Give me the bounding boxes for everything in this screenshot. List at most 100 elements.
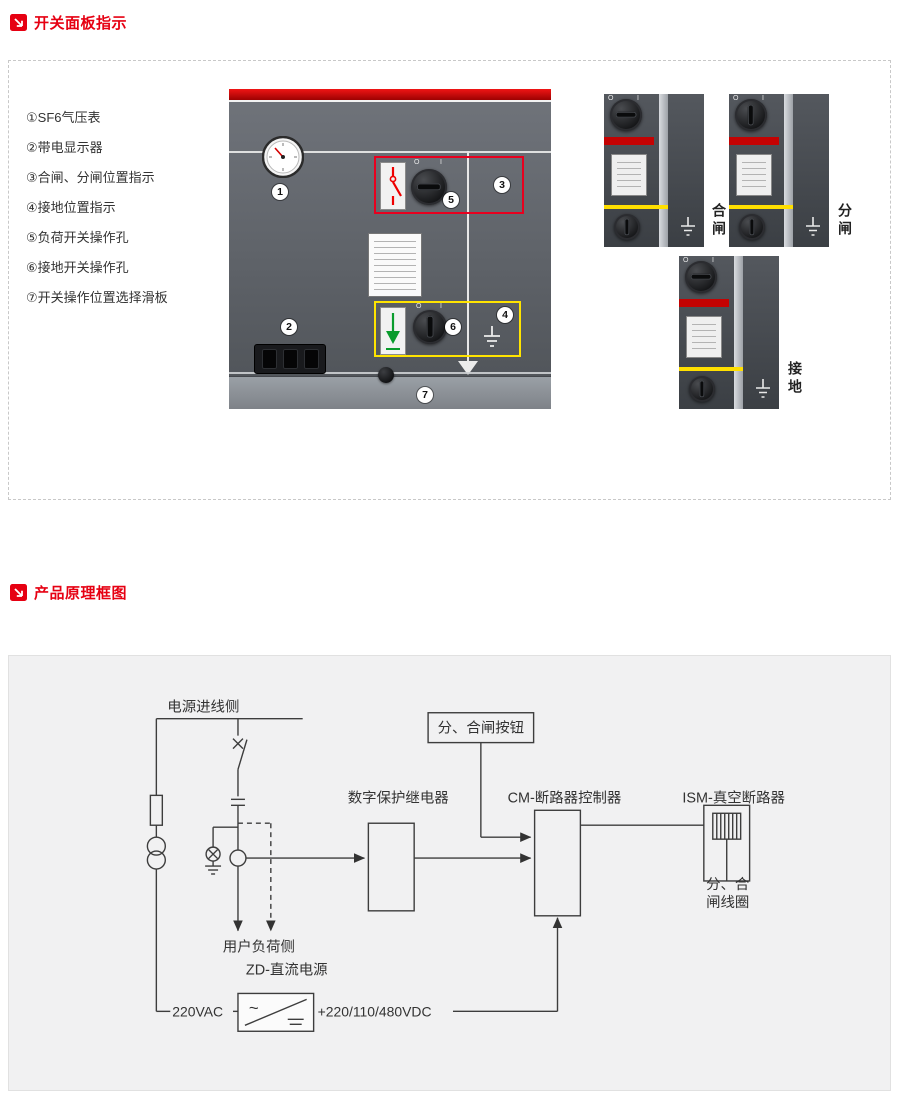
- legend-item: ①SF6气压表: [26, 110, 101, 125]
- label-load-side: 用户负荷侧: [223, 939, 295, 956]
- load-switch-operation-box: O I: [374, 156, 524, 214]
- earth-switch-operating-knob[interactable]: [413, 310, 447, 344]
- diagram-section-title: 产品原理框图: [34, 585, 128, 602]
- mimic-vertical-line: [467, 151, 469, 363]
- knob-mark-close: I: [712, 257, 714, 264]
- earth-knob: [739, 214, 765, 240]
- earthing-symbol-icon: [484, 326, 500, 347]
- mini-nameplate: [736, 154, 772, 196]
- earth-knob: [614, 214, 640, 240]
- state-photo-open: O I: [729, 94, 829, 247]
- label-relay: 数字保护继电器: [348, 789, 450, 806]
- panel-section-header: 开关面板指示: [10, 12, 127, 33]
- legend-item: ⑤负荷开关操作孔: [26, 230, 129, 245]
- state-photo-earth: O I: [679, 256, 779, 409]
- mini-nameplate: [686, 316, 722, 358]
- knob-mark-open: O: [416, 303, 422, 310]
- mini-nameplate: [611, 154, 647, 196]
- earthing-symbol-icon: [681, 217, 695, 236]
- earthing-symbol-icon: [756, 379, 770, 398]
- mimic-horizontal-line: [229, 151, 551, 153]
- sf6-pressure-gauge: [262, 136, 304, 178]
- socket: [303, 349, 319, 369]
- panel-stripe: [734, 256, 743, 409]
- panel-section-title: 开关面板指示: [34, 15, 128, 32]
- earth-switch-symbol-plate: [380, 307, 406, 355]
- legend-item: ⑥接地开关操作孔: [26, 260, 129, 275]
- live-display-sockets: [254, 344, 326, 374]
- label-controller: CM-断路器控制器: [508, 789, 622, 806]
- label-incoming-side: 电源进线侧: [167, 699, 239, 716]
- state-label-close: 合闸: [711, 203, 727, 239]
- panel-legend: ①SF6气压表 ②带电显示器 ③合闸、分闸位置指示 ④接地位置指示 ⑤负荷开关操…: [26, 103, 168, 313]
- panel-stripe: [784, 94, 793, 247]
- callout-2: 2: [281, 319, 297, 335]
- knob-mark-close: I: [762, 95, 764, 102]
- knob-mark-open: O: [414, 159, 420, 166]
- earth-switch-icon: [386, 313, 400, 350]
- mimic-down-arrow: [458, 361, 478, 375]
- knob-mark-close: I: [440, 303, 442, 310]
- knob-mark-open: O: [683, 257, 689, 264]
- operating-knob: [685, 261, 717, 293]
- legend-item: ②带电显示器: [26, 140, 103, 155]
- diagram-section-header: 产品原理框图: [10, 582, 127, 603]
- callout-3: 3: [494, 177, 510, 193]
- earthing-symbol-icon: [806, 217, 820, 236]
- incoming-feeder-symbol: [156, 718, 303, 932]
- callout-7: 7: [417, 387, 433, 403]
- knob-mark-close: I: [440, 159, 442, 166]
- legend-item: ③合闸、分闸位置指示: [26, 170, 155, 185]
- load-switch-icon: [389, 167, 402, 205]
- knob-mark-close: I: [637, 95, 639, 102]
- knob-mark-open: O: [608, 95, 614, 102]
- dc-supply-loop: [156, 917, 563, 1032]
- callout-4: 4: [497, 307, 513, 323]
- yellow-line: [729, 205, 793, 209]
- socket: [261, 349, 277, 369]
- fuse-vt-branch-symbol: [146, 718, 167, 1012]
- operating-knob: [735, 99, 767, 131]
- nameplate: [368, 233, 422, 297]
- earth-knob: [689, 376, 715, 402]
- socket: [282, 349, 298, 369]
- state-label-earth: 接地: [787, 361, 803, 397]
- label-coil-line1: 分、合: [706, 876, 749, 893]
- label-coil-line2: 闸线圈: [706, 894, 749, 911]
- state-label-open: 分闸: [837, 203, 853, 239]
- yellow-line: [679, 367, 743, 371]
- load-switch-operating-knob[interactable]: [411, 169, 447, 205]
- callout-1: 1: [272, 184, 288, 200]
- callout-6: 6: [445, 319, 461, 335]
- label-dc-source: ZD-直流电源: [246, 962, 328, 979]
- buttons-block: [427, 712, 535, 843]
- label-breaker: ISM-真空断路器: [682, 788, 785, 806]
- section-bullet-icon: [10, 14, 27, 31]
- legend-item: ⑦开关操作位置选择滑板: [26, 290, 168, 305]
- selector-slide-knob[interactable]: [378, 367, 394, 383]
- label-ac-voltage: 220VAC: [172, 1003, 223, 1019]
- panel-stripe: [659, 94, 668, 247]
- callout-5: 5: [443, 192, 459, 208]
- label-buttons: 分、合闸按钮: [438, 720, 525, 737]
- operating-knob: [610, 99, 642, 131]
- section-bullet-icon: [10, 584, 27, 601]
- indicator-lamp-earth-symbol: [205, 826, 238, 875]
- legend-item: ④接地位置指示: [26, 200, 116, 215]
- state-photo-close: O I: [604, 94, 704, 247]
- principle-diagram: 电源进线侧 数字保护继电器 分、合闸按钮 CM-断路器控制器 ISM-真空断路器…: [146, 699, 786, 1032]
- label-dc-voltage: +220/110/480VDC: [318, 1003, 432, 1019]
- red-indicator-band: [729, 137, 779, 145]
- breaker-block: [703, 804, 751, 882]
- relay-block: [245, 822, 415, 912]
- panel-indication-box: ①SF6气压表 ②带电显示器 ③合闸、分闸位置指示 ④接地位置指示 ⑤负荷开关操…: [8, 60, 891, 500]
- red-indicator-band: [679, 299, 729, 307]
- controller-block: [414, 809, 704, 917]
- load-switch-symbol-plate: [380, 162, 406, 210]
- earth-switch-operation-box: O I: [374, 301, 521, 357]
- principle-diagram-box: 电源进线侧 数字保护继电器 分、合闸按钮 CM-断路器控制器 ISM-真空断路器…: [8, 655, 891, 1091]
- dashed-load-feed: [237, 822, 276, 932]
- label-ac-symbol: ~: [249, 998, 259, 1017]
- yellow-line: [604, 205, 668, 209]
- knob-mark-open: O: [733, 95, 739, 102]
